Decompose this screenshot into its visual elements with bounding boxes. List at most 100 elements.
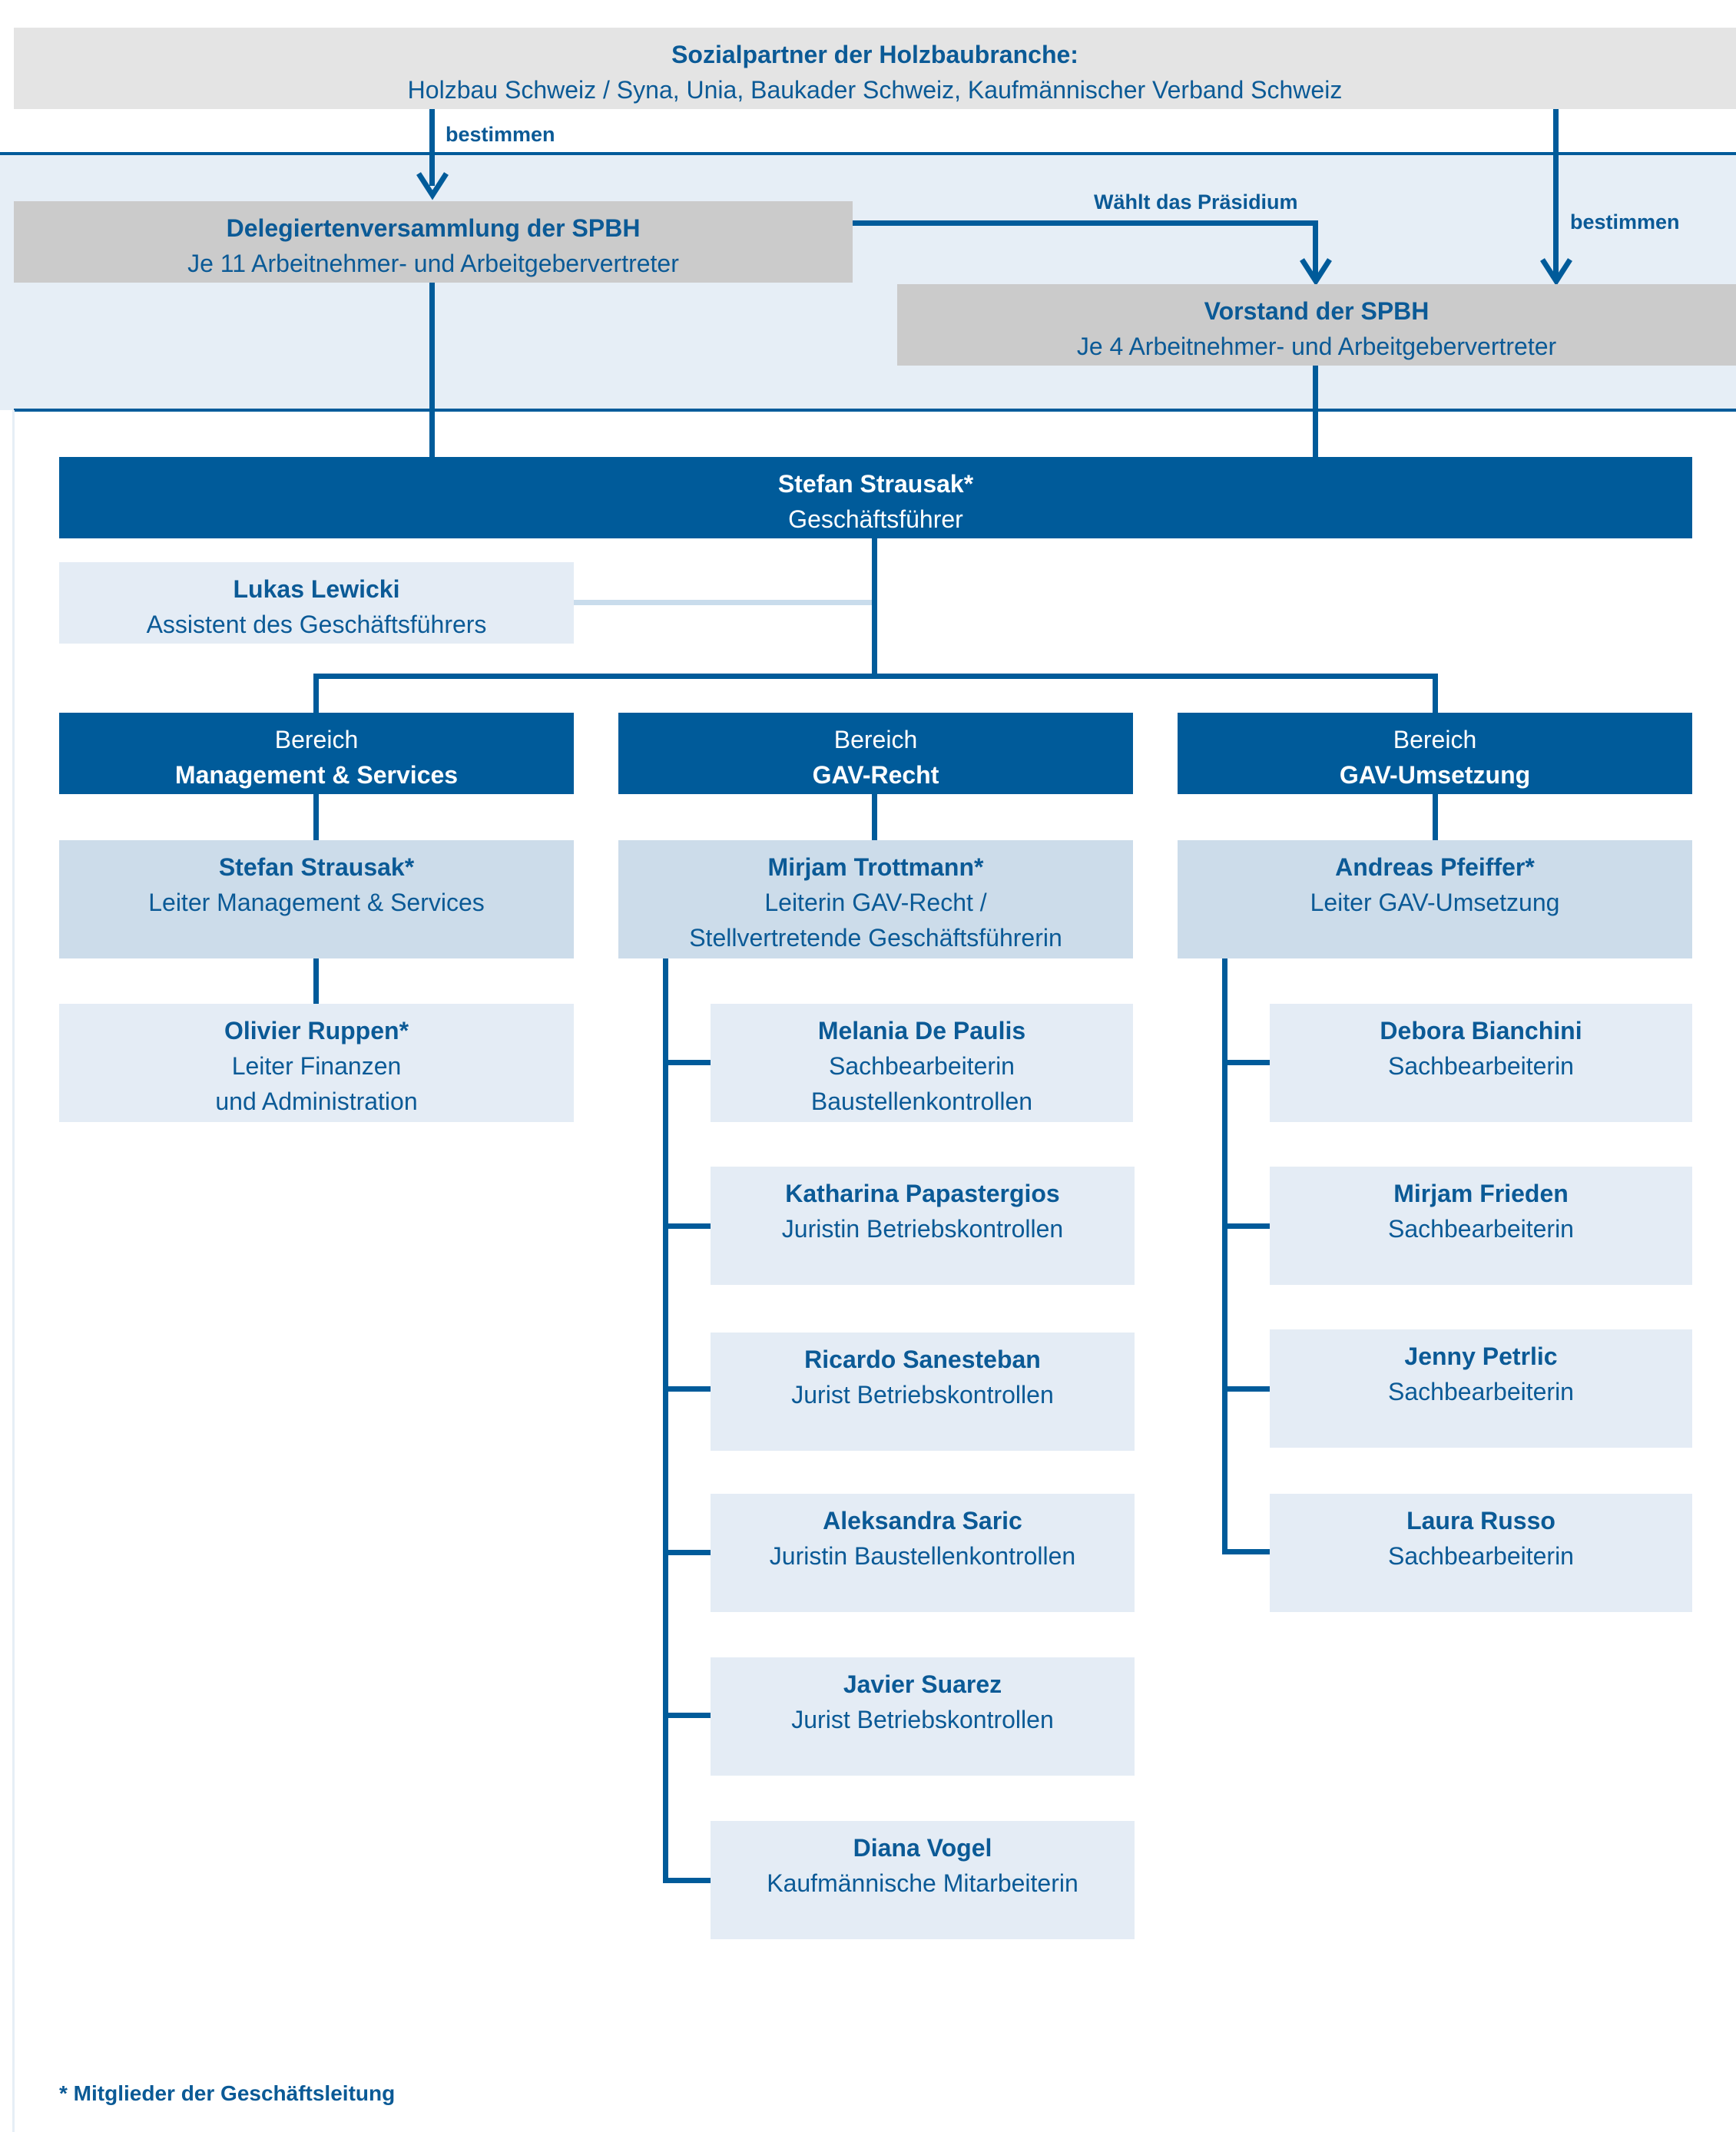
footnote: * Mitglieder der Geschäftsleitung	[59, 2081, 396, 2105]
assistant-box: Lukas Lewicki Assistent des Geschäftsfüh…	[59, 562, 574, 644]
staff-role: Juristin Betriebskontrollen	[781, 1215, 1064, 1243]
gav-umsetzung-branch	[1222, 1060, 1270, 1065]
staff-name: Aleksandra Saric	[823, 1507, 1022, 1534]
area-header-gav-umsetzung: Bereich GAV-Umsetzung	[1178, 713, 1692, 794]
head-role-2: Stellvertretende Geschäftsführerin	[689, 924, 1062, 952]
area3-head-connector	[1433, 794, 1438, 841]
staff-role: Sachbearbeiterin	[1388, 1052, 1574, 1080]
staff-name: Diana Vogel	[853, 1834, 992, 1862]
gav-recht-branch	[663, 1223, 711, 1229]
staff-role: Sachbearbeiterin	[1388, 1542, 1574, 1570]
assembly-box: Delegiertenversammlung der SPBH Je 11 Ar…	[14, 201, 853, 283]
arrow-to-assembly-head	[416, 172, 449, 200]
assembly-title: Delegiertenversammlung der SPBH	[226, 214, 641, 242]
staff-role: Sachbearbeiterin	[829, 1052, 1015, 1080]
band-top-rule	[0, 152, 1736, 155]
gav-umsetzung-spine	[1222, 958, 1227, 1554]
area-header-title: Management & Services	[174, 761, 459, 789]
area1-head-connector	[313, 794, 319, 841]
staff-name: Jenny Petrlic	[1404, 1342, 1558, 1370]
label-bestimmen-left: bestimmen	[446, 123, 555, 146]
staff-role-2: und Administration	[215, 1088, 418, 1115]
staff-box: Mirjam Frieden Sachbearbeiterin	[1270, 1167, 1692, 1285]
assistant-name: Lukas Lewicki	[233, 575, 400, 603]
staff-role: Sachbearbeiterin	[1388, 1378, 1574, 1405]
staff-role: Juristin Baustellenkontrollen	[769, 1542, 1076, 1570]
mgmt-staff-connector	[313, 958, 319, 1005]
gav-recht-branch	[663, 1550, 711, 1555]
label-elects-presidium: Wählt das Präsidium	[1094, 190, 1298, 214]
head-management: Stefan Strausak* Leiter Management & Ser…	[59, 840, 574, 958]
area3-drop	[1433, 674, 1438, 713]
social-partners-members: Holzbau Schweiz / Syna, Unia, Baukader S…	[407, 76, 1343, 104]
staff-name: Ricardo Sanesteban	[804, 1346, 1041, 1373]
arrow-elects-vertical	[1313, 220, 1318, 279]
assistant-role: Assistent des Geschäftsführers	[146, 611, 487, 638]
staff-role: Jurist Betriebskontrollen	[791, 1381, 1054, 1409]
gav-recht-branch	[663, 1386, 711, 1392]
arrow-to-board-line	[1553, 109, 1559, 278]
staff-name: Olivier Ruppen*	[224, 1017, 409, 1044]
staff-box: Diana Vogel Kaufmännische Mitarbeiterin	[711, 1821, 1135, 1939]
gav-umsetzung-branch	[1222, 1549, 1270, 1554]
assistant-connector	[574, 600, 875, 605]
band-bottom-rule	[14, 409, 1736, 412]
areas-horizontal	[313, 674, 1438, 679]
staff-role: Sachbearbeiterin	[1388, 1215, 1574, 1243]
area2-head-connector	[872, 794, 877, 841]
area-header-gav-recht: Bereich GAV-Recht	[618, 713, 1133, 794]
staff-box: Katharina Papastergios Juristin Betriebs…	[711, 1167, 1135, 1285]
staff-role-2: Baustellenkontrollen	[810, 1088, 1033, 1115]
staff-name: Debora Bianchini	[1380, 1017, 1582, 1044]
area-header-title: GAV-Umsetzung	[1339, 761, 1531, 789]
area-header-title: GAV-Recht	[812, 761, 939, 789]
connector-assembly-ceo	[429, 283, 435, 458]
connector-board-ceo	[1313, 366, 1318, 458]
social-partners-box: Sozialpartner der Holzbaubranche: Holzba…	[14, 28, 1736, 109]
staff-role: Jurist Betriebskontrollen	[791, 1706, 1054, 1733]
ceo-box: Stefan Strausak* Geschäftsführer	[59, 457, 1692, 538]
board-title: Vorstand der SPBH	[1204, 297, 1430, 325]
staff-box: Laura Russo Sachbearbeiterin	[1270, 1494, 1692, 1612]
area-header-prefix: Bereich	[274, 726, 359, 753]
gav-recht-branch	[663, 1878, 711, 1883]
staff-name: Melania De Paulis	[817, 1017, 1026, 1044]
ceo-role: Geschäftsführer	[788, 505, 963, 533]
gav-umsetzung-branch	[1222, 1223, 1270, 1229]
head-role: Leiter GAV-Umsetzung	[1310, 889, 1560, 916]
staff-box: Melania De Paulis Sachbearbeiterin Baust…	[711, 1004, 1133, 1122]
area-header-prefix: Bereich	[833, 726, 918, 753]
staff-role: Leiter Finanzen	[231, 1052, 402, 1080]
staff-box: Ricardo Sanesteban Jurist Betriebskontro…	[711, 1332, 1135, 1451]
staff-name: Javier Suarez	[843, 1670, 1002, 1698]
head-role: Leiterin GAV-Recht /	[764, 889, 987, 916]
gav-recht-branch	[663, 1713, 711, 1718]
area1-drop	[313, 674, 319, 713]
head-name: Andreas Pfeiffer*	[1335, 853, 1535, 881]
arrow-elects-head	[1300, 258, 1332, 286]
ceo-trunk	[872, 538, 877, 677]
staff-role: Kaufmännische Mitarbeiterin	[767, 1869, 1078, 1897]
arrow-to-assembly-line	[429, 109, 435, 186]
social-partners-title: Sozialpartner der Holzbaubranche:	[671, 41, 1078, 68]
area-header-prefix: Bereich	[1393, 726, 1477, 753]
assembly-subtitle: Je 11 Arbeitnehmer- und Arbeitgebervertr…	[187, 250, 679, 277]
gav-recht-branch	[663, 1060, 711, 1065]
staff-name: Laura Russo	[1406, 1507, 1555, 1534]
board-subtitle: Je 4 Arbeitnehmer- und Arbeitgebervertre…	[1076, 333, 1557, 360]
head-name: Mirjam Trottmann*	[767, 853, 984, 881]
gav-recht-spine	[663, 958, 668, 1883]
area-header-management: Bereich Management & Services	[59, 713, 574, 794]
gav-umsetzung-branch	[1222, 1386, 1270, 1392]
label-bestimmen-right: bestimmen	[1570, 210, 1680, 233]
head-role: Leiter Management & Services	[148, 889, 485, 916]
head-gav-umsetzung: Andreas Pfeiffer* Leiter GAV-Umsetzung	[1178, 840, 1692, 958]
staff-box: Javier Suarez Jurist Betriebskontrollen	[711, 1657, 1135, 1776]
staff-box: Aleksandra Saric Juristin Baustellenkont…	[711, 1494, 1135, 1612]
arrow-elects-horizontal	[853, 220, 1318, 226]
head-name: Stefan Strausak*	[218, 853, 415, 881]
left-rule	[12, 410, 15, 2132]
staff-box: Olivier Ruppen* Leiter Finanzen und Admi…	[59, 1004, 574, 1122]
staff-name: Mirjam Frieden	[1393, 1180, 1569, 1207]
head-gav-recht: Mirjam Trottmann* Leiterin GAV-Recht / S…	[618, 840, 1133, 958]
